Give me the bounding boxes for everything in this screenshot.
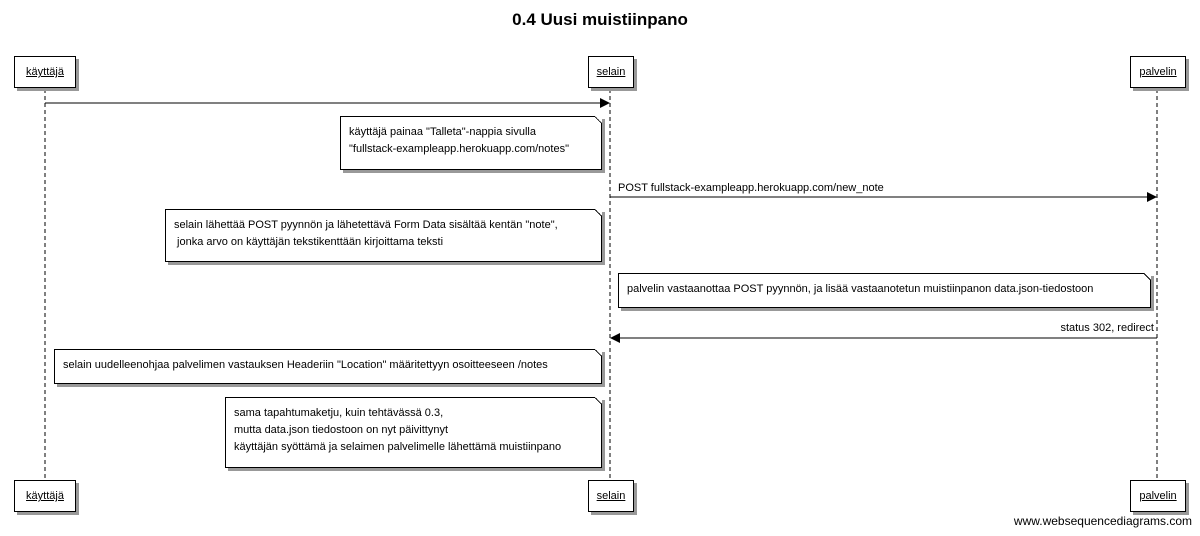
participant-server-top: palvelin xyxy=(1130,56,1186,88)
participant-server-bottom: palvelin xyxy=(1130,480,1186,512)
diagram-title: 0.4 Uusi muistiinpano xyxy=(512,10,688,29)
note-browser-redirects: selain uudelleenohjaa palvelimen vastauk… xyxy=(54,349,602,384)
message-post-new-note: POST fullstack-exampleapp.herokuapp.com/… xyxy=(618,182,884,194)
participant-user-top: käyttäjä xyxy=(14,56,76,88)
participant-browser-top: selain xyxy=(588,56,634,88)
note-browser-sends-post: selain lähettää POST pyynnön ja lähetett… xyxy=(165,209,602,262)
note-server-receives-post: palvelin vastaanottaa POST pyynnön, ja l… xyxy=(618,273,1151,308)
message-status-302: status 302, redirect xyxy=(1060,322,1154,334)
participant-user-bottom: käyttäjä xyxy=(14,480,76,512)
note-user-clicks-save: käyttäjä painaa "Talleta"-nappia sivulla… xyxy=(340,116,602,170)
watermark: www.websequencediagrams.com xyxy=(1013,514,1192,528)
participant-browser-bottom: selain xyxy=(588,480,634,512)
note-same-chain: sama tapahtumaketju, kuin tehtävässä 0.3… xyxy=(225,397,602,468)
